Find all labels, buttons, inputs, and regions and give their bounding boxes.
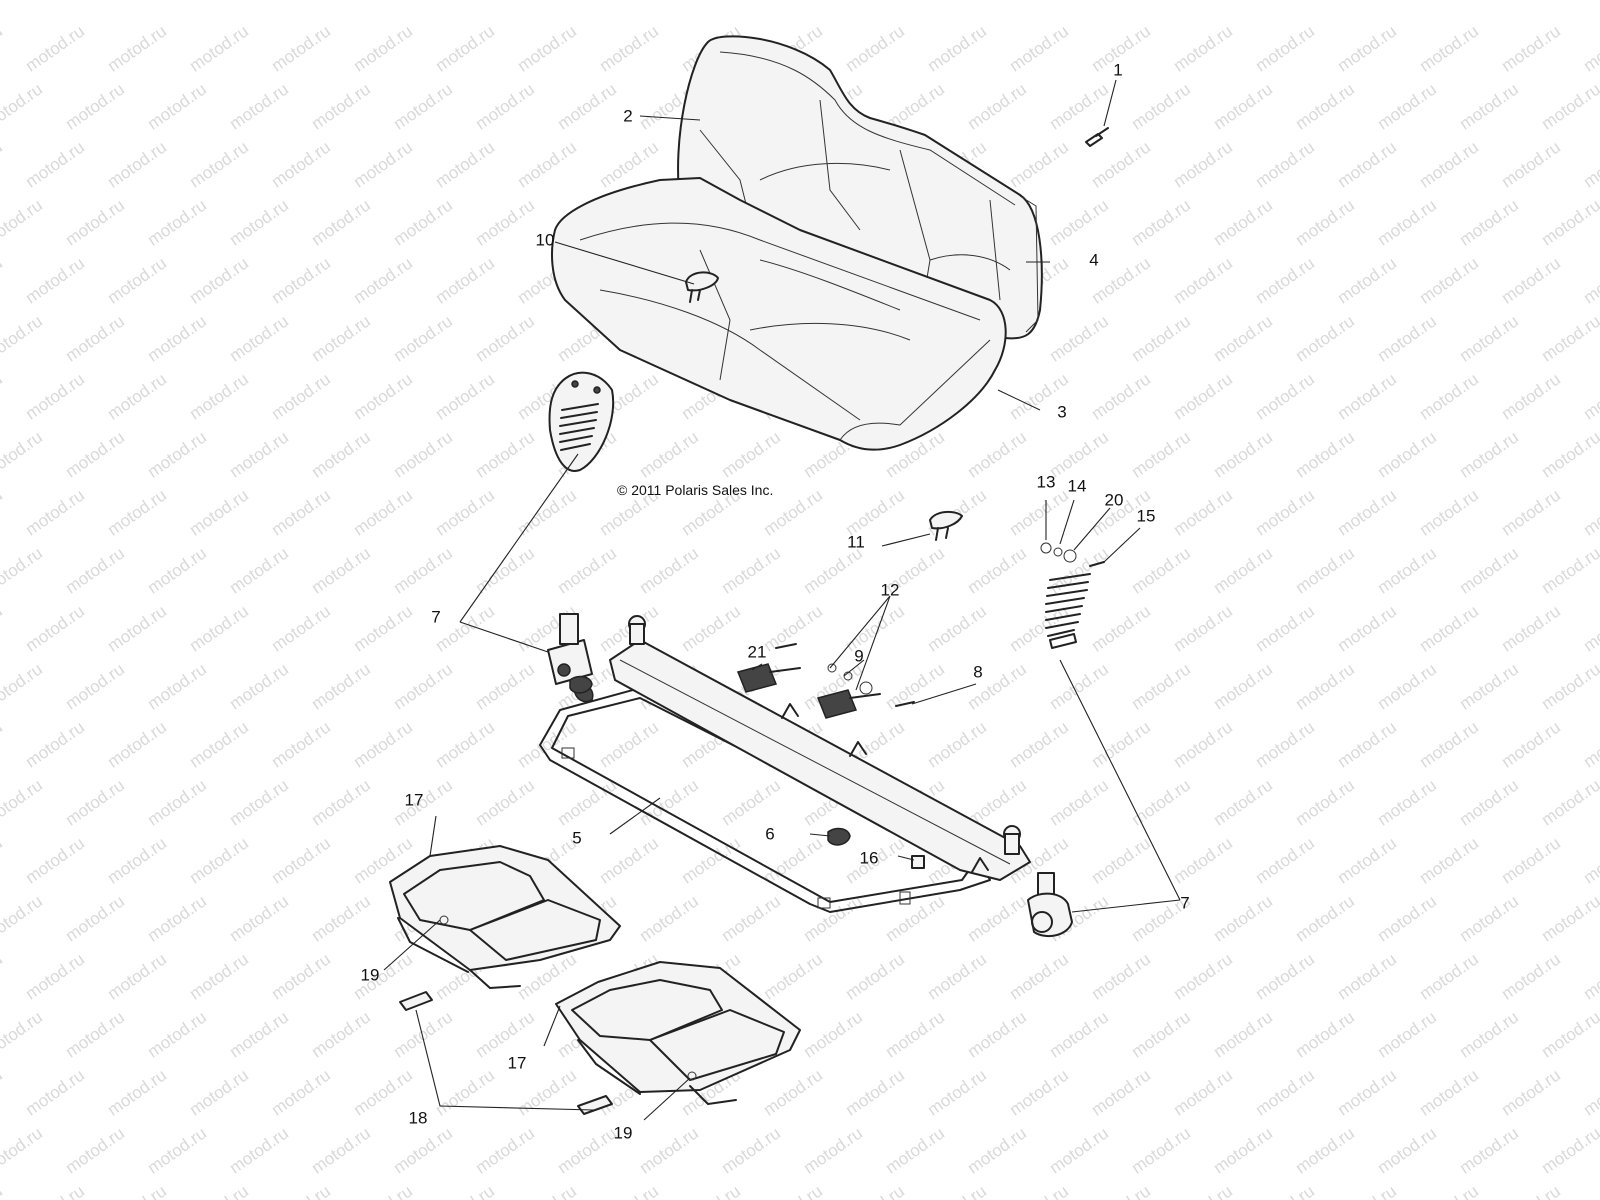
clip-part-10 (685, 271, 719, 303)
spring-assembly-left (548, 371, 615, 472)
callout-2: 2 (623, 106, 633, 126)
callout-19-left: 19 (360, 965, 380, 985)
callout-19-right: 19 (613, 1123, 633, 1143)
copyright-text: © 2011 Polaris Sales Inc. (617, 482, 774, 498)
callout-17-top: 17 (404, 790, 424, 810)
callout-20: 20 (1104, 490, 1124, 510)
grommets (569, 675, 925, 869)
callout-7-left: 7 (431, 607, 441, 627)
callout-14: 14 (1067, 476, 1087, 496)
callout-15: 15 (1136, 506, 1156, 526)
clip-part-11 (929, 510, 963, 541)
latch-left (547, 613, 594, 703)
callout-6: 6 (765, 824, 775, 844)
callout-1: 1 (1113, 60, 1123, 80)
callout-8: 8 (973, 662, 983, 682)
callout-18: 18 (408, 1108, 428, 1128)
callout-3: 3 (1057, 402, 1067, 422)
callout-4: 4 (1089, 250, 1099, 270)
callout-10: 10 (535, 230, 555, 250)
storage-bin-right (555, 961, 801, 1105)
callout-9: 9 (854, 646, 864, 666)
callout-17-bottom: 17 (507, 1053, 527, 1073)
screw-part-1 (1085, 127, 1109, 147)
spring-assembly-right (1040, 542, 1105, 649)
callout-12: 12 (880, 580, 900, 600)
latch-right (1027, 872, 1073, 938)
seat-cushion (551, 177, 1007, 451)
seat-frame (539, 615, 1031, 913)
callout-7-right: 7 (1180, 893, 1190, 913)
callout-13: 13 (1036, 472, 1056, 492)
callout-11: 11 (847, 532, 865, 552)
leader-lines (383, 79, 1181, 1121)
callout-5: 5 (572, 828, 582, 848)
callout-16: 16 (859, 848, 879, 868)
storage-bin-left (389, 845, 621, 989)
callout-21: 21 (747, 642, 767, 662)
